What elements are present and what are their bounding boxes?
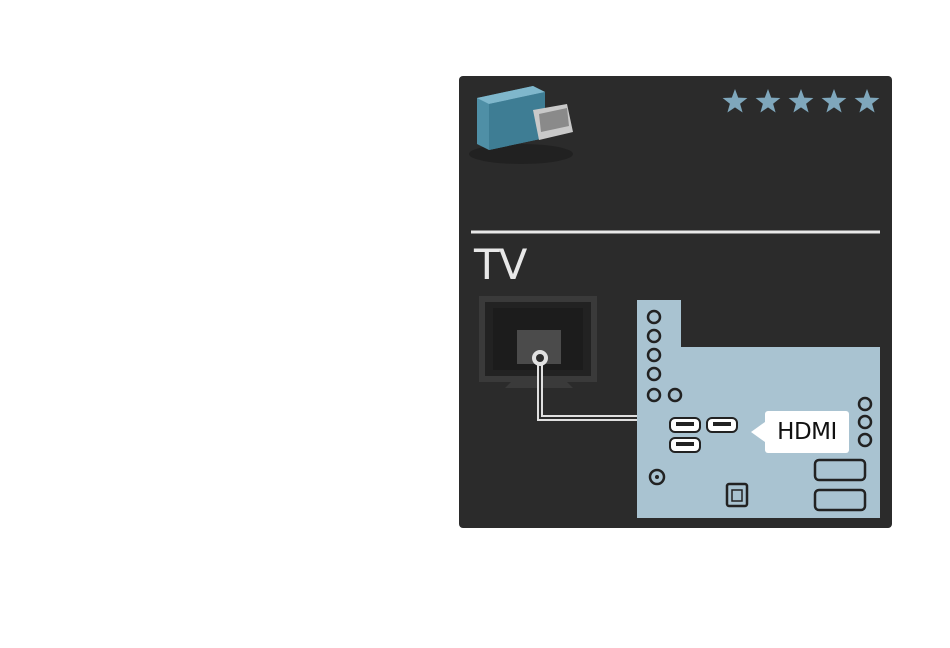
star-icon (822, 89, 847, 113)
hdmi-port-1 (670, 418, 700, 432)
hdmi-callout: HDMI (765, 411, 849, 453)
hdmi-callout-label: HDMI (765, 411, 849, 453)
star-icon (756, 89, 781, 113)
connection-diagram (459, 76, 892, 528)
star-icon (855, 89, 880, 113)
star-icon (723, 89, 748, 113)
hdmi-plug-icon (469, 86, 573, 164)
star-icon (789, 89, 814, 113)
connector-panel (637, 300, 880, 518)
connection-diagram-panel: TV HDMI (459, 76, 892, 528)
hdmi-port-2 (707, 418, 737, 432)
rating-stars (723, 89, 880, 113)
hdmi-port-3 (670, 438, 700, 452)
device-label: TV (474, 244, 526, 286)
